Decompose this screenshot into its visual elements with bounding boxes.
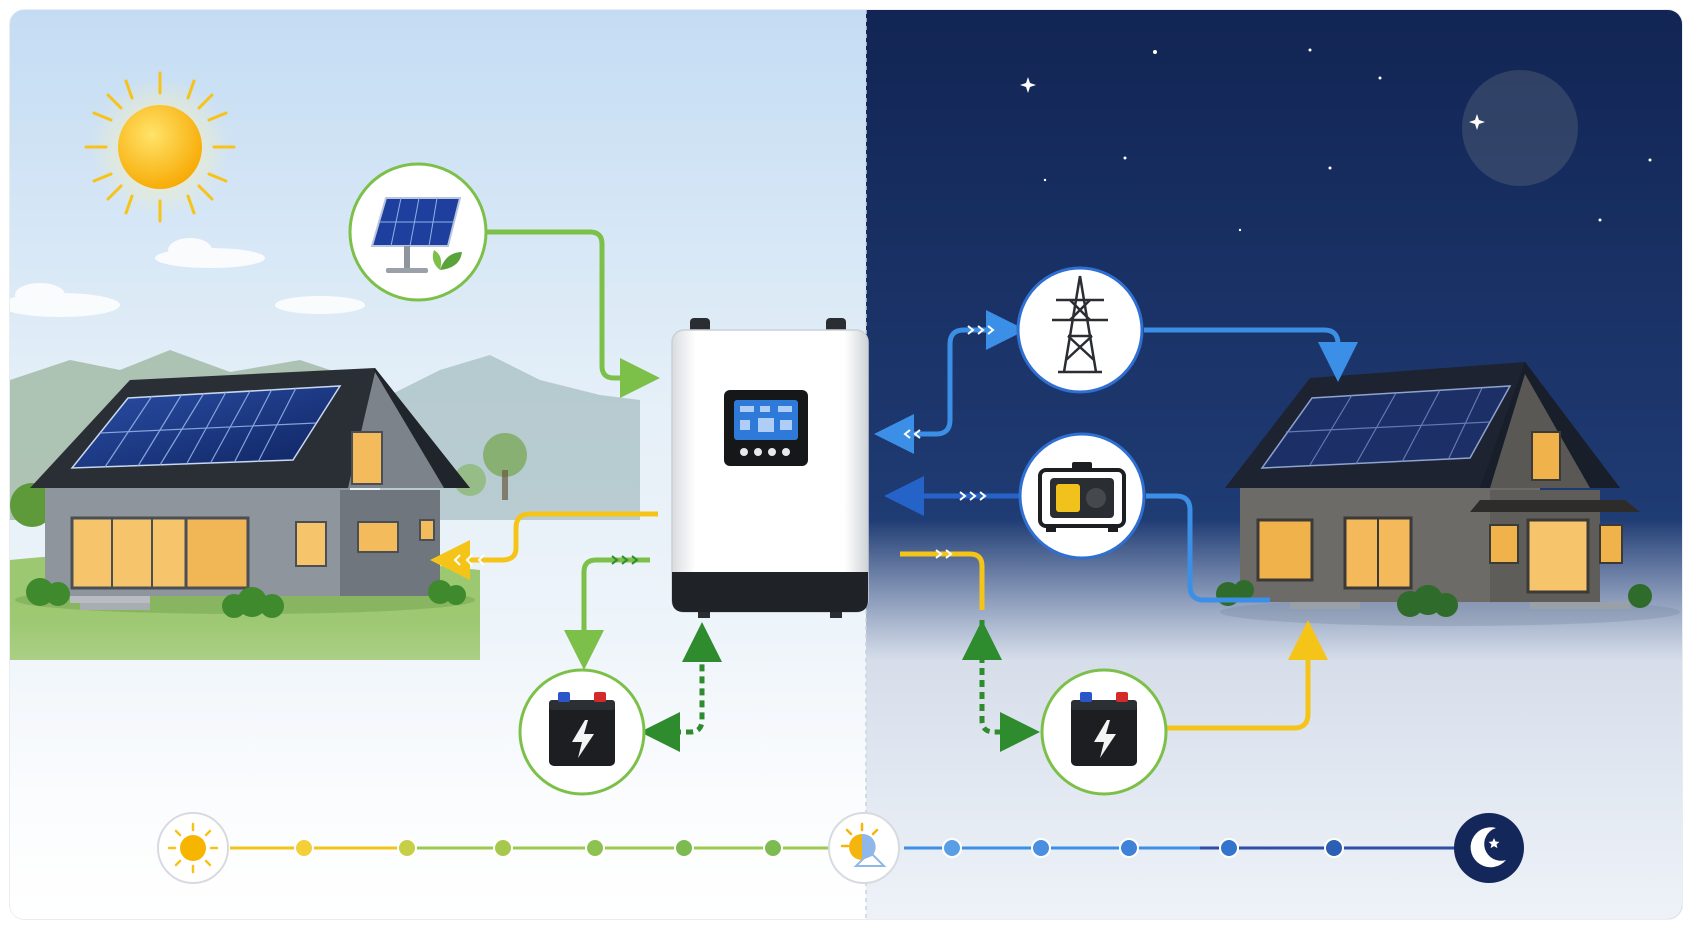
inverter-buttons[interactable]	[740, 448, 790, 456]
night-house-icon	[1216, 362, 1680, 626]
battery-discharge-flow-left	[650, 622, 722, 735]
cloud	[10, 238, 365, 317]
flow-chevrons	[959, 491, 987, 501]
power-tower-node[interactable]	[1016, 266, 1144, 394]
bush	[26, 578, 466, 618]
ac-output-flow-left	[430, 511, 658, 580]
flow-chevrons	[453, 554, 485, 566]
solar-panel-node[interactable]	[348, 162, 488, 302]
battery-node-left[interactable]	[518, 668, 646, 796]
roof-solar-array	[70, 385, 342, 469]
flow-chevrons	[903, 325, 995, 439]
timeline-day-icon[interactable]	[157, 812, 229, 884]
solar-flow-line	[486, 229, 660, 398]
timeline-dot[interactable]	[1031, 838, 1051, 858]
timeline-night-icon[interactable]	[1454, 813, 1524, 883]
timeline-dot[interactable]	[763, 838, 783, 858]
battery-icon	[1071, 692, 1137, 766]
timeline-dusk-icon[interactable]	[828, 812, 900, 884]
roof-solar-array	[1260, 385, 1512, 469]
star-icon	[1488, 838, 1500, 849]
generator-node[interactable]	[1018, 432, 1146, 560]
sun-icon	[167, 822, 219, 874]
battery-node-right[interactable]	[1040, 668, 1168, 796]
ac-output-flow-right	[900, 551, 985, 610]
flow-chevrons	[611, 555, 639, 565]
moon-icon	[1470, 827, 1506, 868]
battery-charge-flow-right	[979, 620, 1040, 752]
day-night-timeline	[157, 812, 1524, 884]
sunset-icon	[840, 822, 887, 867]
timeline-dot[interactable]	[1119, 838, 1139, 858]
star-field	[1020, 48, 1652, 232]
grid-to-house-flow	[1144, 327, 1358, 382]
solar-panel-icon	[370, 197, 462, 273]
power-tower-icon	[1052, 275, 1108, 374]
sun-icon	[84, 71, 236, 223]
bush	[1216, 580, 1652, 617]
grid-flow-line	[880, 310, 1026, 437]
timeline-dot[interactable]	[942, 838, 962, 858]
timeline-dot[interactable]	[1219, 838, 1239, 858]
battery-to-house-flow	[1162, 620, 1328, 731]
battery-charge-flow-left	[564, 557, 650, 670]
moon-icon	[1462, 70, 1578, 194]
generator-icon	[1038, 462, 1126, 532]
generator-to-house-flow	[1146, 493, 1270, 603]
timeline-dot[interactable]	[674, 838, 694, 858]
timeline-dot[interactable]	[493, 838, 513, 858]
timeline-dot[interactable]	[1324, 838, 1344, 858]
flow-chevrons	[935, 549, 953, 559]
battery-icon	[549, 692, 615, 766]
timeline-dot[interactable]	[397, 838, 417, 858]
hybrid-inverter-icon[interactable]	[671, 318, 869, 618]
day-house-icon	[15, 368, 475, 618]
timeline-dot[interactable]	[294, 838, 314, 858]
timeline-dot[interactable]	[585, 838, 605, 858]
